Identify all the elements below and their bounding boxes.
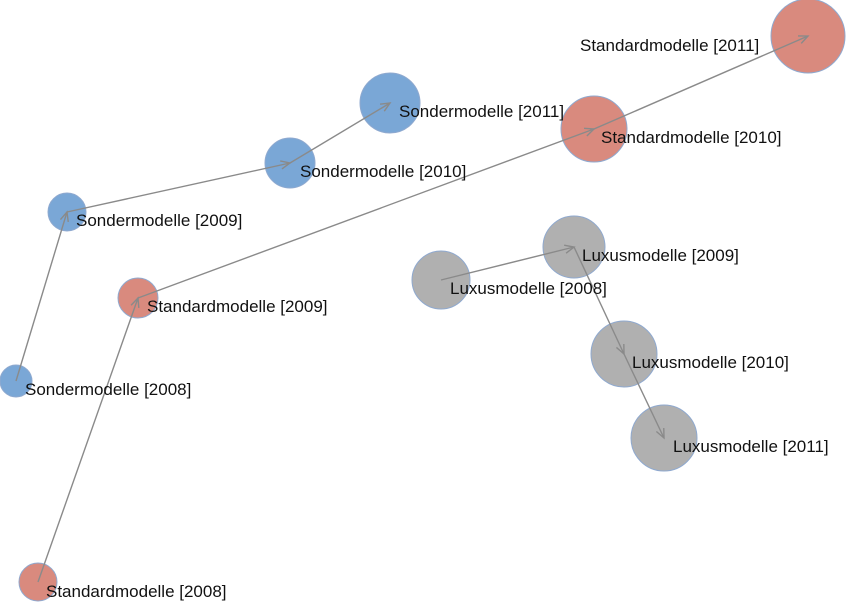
label-layer: Standardmodelle [2008] Standardmodelle [2… <box>25 36 829 601</box>
label-standardmodelle-2009: Standardmodelle [2009] <box>147 297 328 316</box>
standardmodelle-trail-2010-2011-line <box>593 35 809 130</box>
luxusmodelle-trail-2009-2010-line <box>573 246 625 355</box>
label-luxusmodelle-2009: Luxusmodelle [2009] <box>582 246 739 265</box>
label-standardmodelle-2011: Standardmodelle [2011] <box>580 36 759 55</box>
sondermodelle-trail-2008-2009-line <box>15 211 68 382</box>
label-sondermodelle-2009: Sondermodelle [2009] <box>76 211 242 230</box>
sondermodelle-trail-2010-2011-arrowhead <box>379 102 392 112</box>
luxusmodelle-trail-2010-2011 <box>623 353 665 440</box>
sondermodelle-trail-2009-2010-line <box>66 162 291 213</box>
label-sondermodelle-2011: Sondermodelle [2011] <box>399 102 564 121</box>
point-sondermodelle-2008[interactable] <box>0 364 33 398</box>
label-luxusmodelle-2011: Luxusmodelle [2011] <box>673 437 829 456</box>
label-sondermodelle-2010: Sondermodelle [2010] <box>300 162 466 181</box>
label-standardmodelle-2010: Standardmodelle [2010] <box>601 128 782 147</box>
standardmodelle-trail-2008-2009-line <box>37 297 139 583</box>
sondermodelle-trail-2008-2009 <box>15 210 69 382</box>
label-luxusmodelle-2010: Luxusmodelle [2010] <box>632 353 789 372</box>
standardmodelle-trail-2010-2011-arrowhead <box>797 35 810 44</box>
luxusmodelle-trail-2010-2011-line <box>623 353 665 439</box>
label-standardmodelle-2008: Standardmodelle [2008] <box>46 582 227 601</box>
standardmodelle-trail-2010-2011 <box>593 35 810 130</box>
luxusmodelle-trail-2008-2009-line <box>440 246 575 281</box>
trail-overlay-layer <box>15 35 810 583</box>
luxusmodelle-trail-2010-2011-arrowhead <box>655 427 665 440</box>
label-luxusmodelle-2008: Luxusmodelle [2008] <box>450 279 607 298</box>
sondermodelle-trail-2010-2011-line <box>289 102 391 164</box>
standardmodelle-trail-2008-2009 <box>37 296 140 583</box>
sondermodelle-trail-2009-2010 <box>66 160 292 213</box>
sondermodelle-trail-2010-2011 <box>289 102 392 164</box>
label-sondermodelle-2008: Sondermodelle [2008] <box>25 380 191 399</box>
standardmodelle-trail-2009-2010-line <box>137 128 595 299</box>
